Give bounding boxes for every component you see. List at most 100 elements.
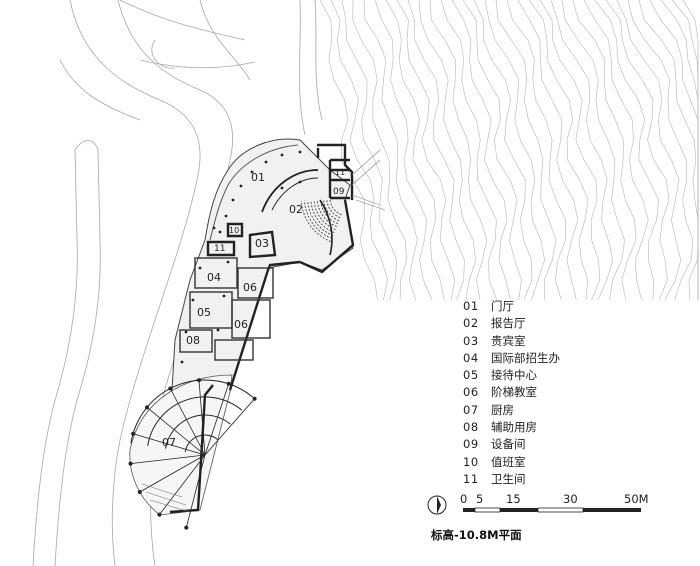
contour-line xyxy=(605,0,670,301)
fan-radial xyxy=(130,454,206,464)
contour-line xyxy=(682,0,699,300)
north-arrow-icon xyxy=(427,495,447,515)
room-label-09: 09 xyxy=(333,187,345,197)
fan-radial xyxy=(132,433,206,456)
seat-row xyxy=(307,200,334,236)
contour-line xyxy=(473,0,533,301)
terrain-contour-lines xyxy=(319,0,699,301)
seat-row xyxy=(329,199,342,216)
fan-column xyxy=(145,405,149,410)
column-dot xyxy=(280,186,284,190)
room-label-02: 02 xyxy=(289,203,303,216)
room-label-08: 08 xyxy=(186,334,200,347)
contour-line xyxy=(396,0,456,301)
room-label-11-b: 11 xyxy=(335,168,345,177)
seat-row xyxy=(320,199,338,225)
contour-line xyxy=(495,0,557,301)
contour-line xyxy=(363,0,418,301)
contour-line xyxy=(583,0,649,301)
fan-radial xyxy=(204,383,230,456)
seat-row xyxy=(323,199,340,222)
column-dot xyxy=(218,230,222,234)
column-dots xyxy=(180,150,302,364)
scale-tick-15: 15 xyxy=(506,492,521,506)
column-dot xyxy=(264,160,268,164)
fan-radial xyxy=(139,454,206,493)
fan-column xyxy=(137,490,142,494)
fan-radial xyxy=(146,407,206,456)
plan-caption: 标高-10.8M平面 xyxy=(431,528,522,542)
column-dot xyxy=(216,328,220,332)
contour-line xyxy=(649,0,699,300)
contour-line xyxy=(572,0,637,301)
contour-line xyxy=(330,0,388,301)
column-dot xyxy=(239,184,243,188)
seat-row xyxy=(316,199,337,227)
contour-line xyxy=(429,0,488,301)
room-label-06-b: 06 xyxy=(234,318,248,331)
contour-line xyxy=(594,0,659,301)
contour-line xyxy=(341,0,398,301)
scale-tick-30: 30 xyxy=(563,492,578,506)
scale-tick-0: 0 xyxy=(460,492,468,506)
room-label-04: 04 xyxy=(207,271,221,284)
fan-radial xyxy=(185,454,206,528)
contour-line xyxy=(440,0,498,301)
auditorium-seating xyxy=(300,199,342,242)
room-label-10: 10 xyxy=(229,226,239,235)
seat-row xyxy=(310,200,335,233)
fan-arc xyxy=(165,414,231,449)
contour-line xyxy=(671,0,699,300)
seat-row xyxy=(300,200,331,242)
fan-column xyxy=(252,396,257,401)
column-dot xyxy=(198,266,202,270)
seat-row xyxy=(326,199,341,219)
kitchen-steps xyxy=(141,483,191,513)
column-dot xyxy=(184,330,188,334)
contour-line xyxy=(528,0,589,301)
fan-radial xyxy=(169,388,206,456)
fan-column xyxy=(131,431,136,436)
column-dot xyxy=(250,170,254,174)
contour-line xyxy=(352,0,407,301)
fan-arc xyxy=(147,396,243,446)
room-label-05: 05 xyxy=(197,306,211,319)
contour-line xyxy=(517,0,579,301)
fan-radial xyxy=(204,398,255,456)
contour-line xyxy=(418,0,477,301)
column-dot xyxy=(180,360,184,364)
contour-line xyxy=(462,0,522,301)
contour-line xyxy=(407,0,465,301)
fan-column xyxy=(157,512,162,517)
column-dot xyxy=(226,260,230,264)
contour-line xyxy=(451,0,511,301)
column-dot xyxy=(224,214,228,218)
seat-row xyxy=(304,200,333,239)
seat-row xyxy=(313,200,336,230)
fan-column xyxy=(197,378,201,383)
room-label-07: 07 xyxy=(162,436,176,449)
column-dot xyxy=(191,298,195,302)
column-dot xyxy=(212,226,216,230)
kitchen-radial-structure xyxy=(128,378,257,530)
contour-line xyxy=(484,0,545,301)
fan-arc xyxy=(184,434,219,452)
contour-line xyxy=(638,0,699,301)
column-dot xyxy=(222,294,226,298)
column-dot xyxy=(231,198,235,202)
contour-line xyxy=(550,0,614,301)
scale-bar xyxy=(463,507,641,513)
